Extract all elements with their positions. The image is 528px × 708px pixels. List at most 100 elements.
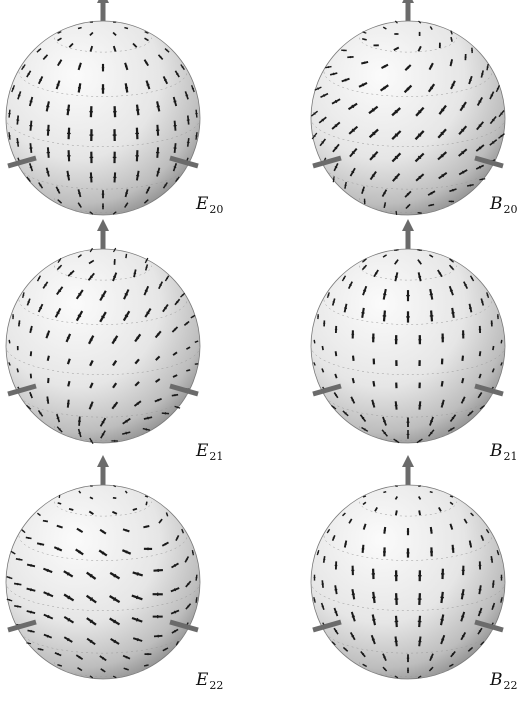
polarization-tick-cross (30, 588, 32, 592)
polarization-tick-cross (70, 44, 73, 47)
polarization-tick-cross (78, 432, 82, 434)
polarization-tick-cross (144, 289, 148, 292)
polarization-tick-cross (176, 537, 179, 539)
polarization-tick-cross (176, 642, 179, 644)
polarization-tick-cross (191, 87, 195, 90)
polarization-tick-cross (101, 551, 105, 555)
polarization-tick-cross (89, 338, 93, 342)
polarization-tick-cross (430, 255, 432, 257)
polarization-tick-cross (176, 300, 179, 304)
polarization-tick-cross (478, 630, 482, 633)
polarization-tick-cross (145, 31, 148, 34)
axis-arrow-up-icon (97, 0, 109, 3)
polarization-tick-cross (136, 382, 139, 385)
polarization-tick-cross (383, 65, 386, 68)
latitude-line (359, 265, 457, 281)
polarization-tick-cross (27, 72, 30, 76)
polarization-tick-cross (344, 648, 347, 651)
polarization-tick-cross (334, 394, 338, 397)
axis-arrow-up-icon (97, 219, 109, 231)
panel-label-subscript: 22 (209, 679, 224, 692)
polarization-tick-cross (145, 266, 148, 269)
polarization-tick-cross (461, 399, 465, 402)
polarization-ticks (310, 20, 505, 215)
polarization-tick-cross (66, 174, 70, 177)
polarization-tick-cross (29, 100, 33, 103)
polarization-tick-cross (47, 592, 50, 597)
polarization-tick-cross (90, 249, 93, 251)
polarization-tick-cross (58, 525, 61, 528)
polarization-tick-cross (332, 642, 335, 645)
polarization-tick-cross (461, 150, 465, 155)
polarization-tick-cross (469, 543, 472, 545)
polarization-tick-cross (113, 33, 116, 35)
polarization-tick-cross (430, 191, 433, 195)
polarization-tick-cross (363, 502, 366, 505)
polarization-tick-cross (156, 171, 160, 174)
polarization-tick-cross (90, 384, 93, 387)
polarization-tick-cross (430, 27, 432, 29)
axis-arrow-up-icon (97, 455, 109, 467)
polarization-tick-cross (113, 47, 116, 50)
polarization-tick-cross (124, 65, 128, 68)
polarization-tick-cross (332, 406, 335, 409)
latitude-line (310, 581, 506, 611)
polarization-tick-cross (58, 428, 61, 431)
latitude-line (323, 628, 493, 654)
polarization-tick-cross (375, 508, 377, 511)
polarization-tick-cross (145, 259, 148, 262)
polarization-tick-cross (181, 530, 184, 532)
latitude-line (359, 426, 457, 441)
polarization-tick-cross (351, 615, 355, 618)
polarization-tick-cross (58, 61, 61, 64)
polarization-tick-cross (77, 314, 82, 318)
polarization-tick-cross (363, 61, 366, 64)
polarization-tick-cross (44, 283, 47, 287)
polarization-tick-cross (174, 352, 176, 355)
axis-arrow-right-icon (169, 155, 199, 169)
polarization-tick-cross (22, 530, 25, 532)
polarization-tick-cross (351, 593, 355, 596)
polarization-tick-cross (464, 284, 467, 287)
polarization-tick-cross (185, 558, 188, 561)
polarization-tick-cross (395, 439, 398, 443)
polarization-tick-cross (90, 440, 93, 442)
sphere-panel-b21 (310, 219, 506, 444)
axis-arrow-up-icon (402, 0, 414, 3)
polarization-tick-cross (334, 166, 338, 169)
panel-label-base: B (490, 670, 503, 690)
polarization-tick-cross (102, 669, 104, 672)
polarization-tick-cross (349, 520, 352, 522)
polarization-tick-cross (334, 630, 338, 633)
polarization-tick-cross (78, 292, 82, 296)
polarization-tick-cross (363, 31, 366, 34)
polarization-tick-cross (90, 362, 93, 365)
polarization-tick-cross (164, 648, 167, 651)
polarization-tick-cross (67, 617, 71, 622)
polarization-tick-cross (470, 277, 474, 280)
polarization-tick-cross (430, 668, 433, 671)
polarization-tick-cross (145, 428, 148, 431)
polarization-tick-cross (56, 547, 60, 551)
polarization-tick-cross (156, 333, 160, 336)
polarization-tick-cross (491, 118, 495, 122)
polarization-tick-cross (46, 171, 50, 174)
polarization-tick-cross (8, 576, 11, 579)
polarization-tick-cross (57, 652, 59, 656)
polarization-tick-cross (101, 315, 105, 319)
latitude-line (18, 392, 188, 418)
polarization-tick-cross (361, 189, 365, 191)
polarization-tick-cross (383, 192, 386, 195)
polarization-tick-cross (334, 124, 338, 128)
polarization-tick-cross (351, 399, 355, 402)
polarization-tick-cross (56, 417, 60, 419)
polarization-tick-cross (418, 175, 422, 180)
polarization-tick-cross (363, 259, 366, 262)
panel-label-b22: B22 (490, 670, 518, 692)
sphere-icon (310, 20, 506, 216)
polarization-tick-cross (394, 133, 399, 137)
polarization-tick-cross (125, 529, 128, 532)
polarization-tick-cross (372, 154, 376, 158)
polarization-tick-cross (478, 100, 482, 103)
polarization-tick-cross (344, 543, 347, 545)
